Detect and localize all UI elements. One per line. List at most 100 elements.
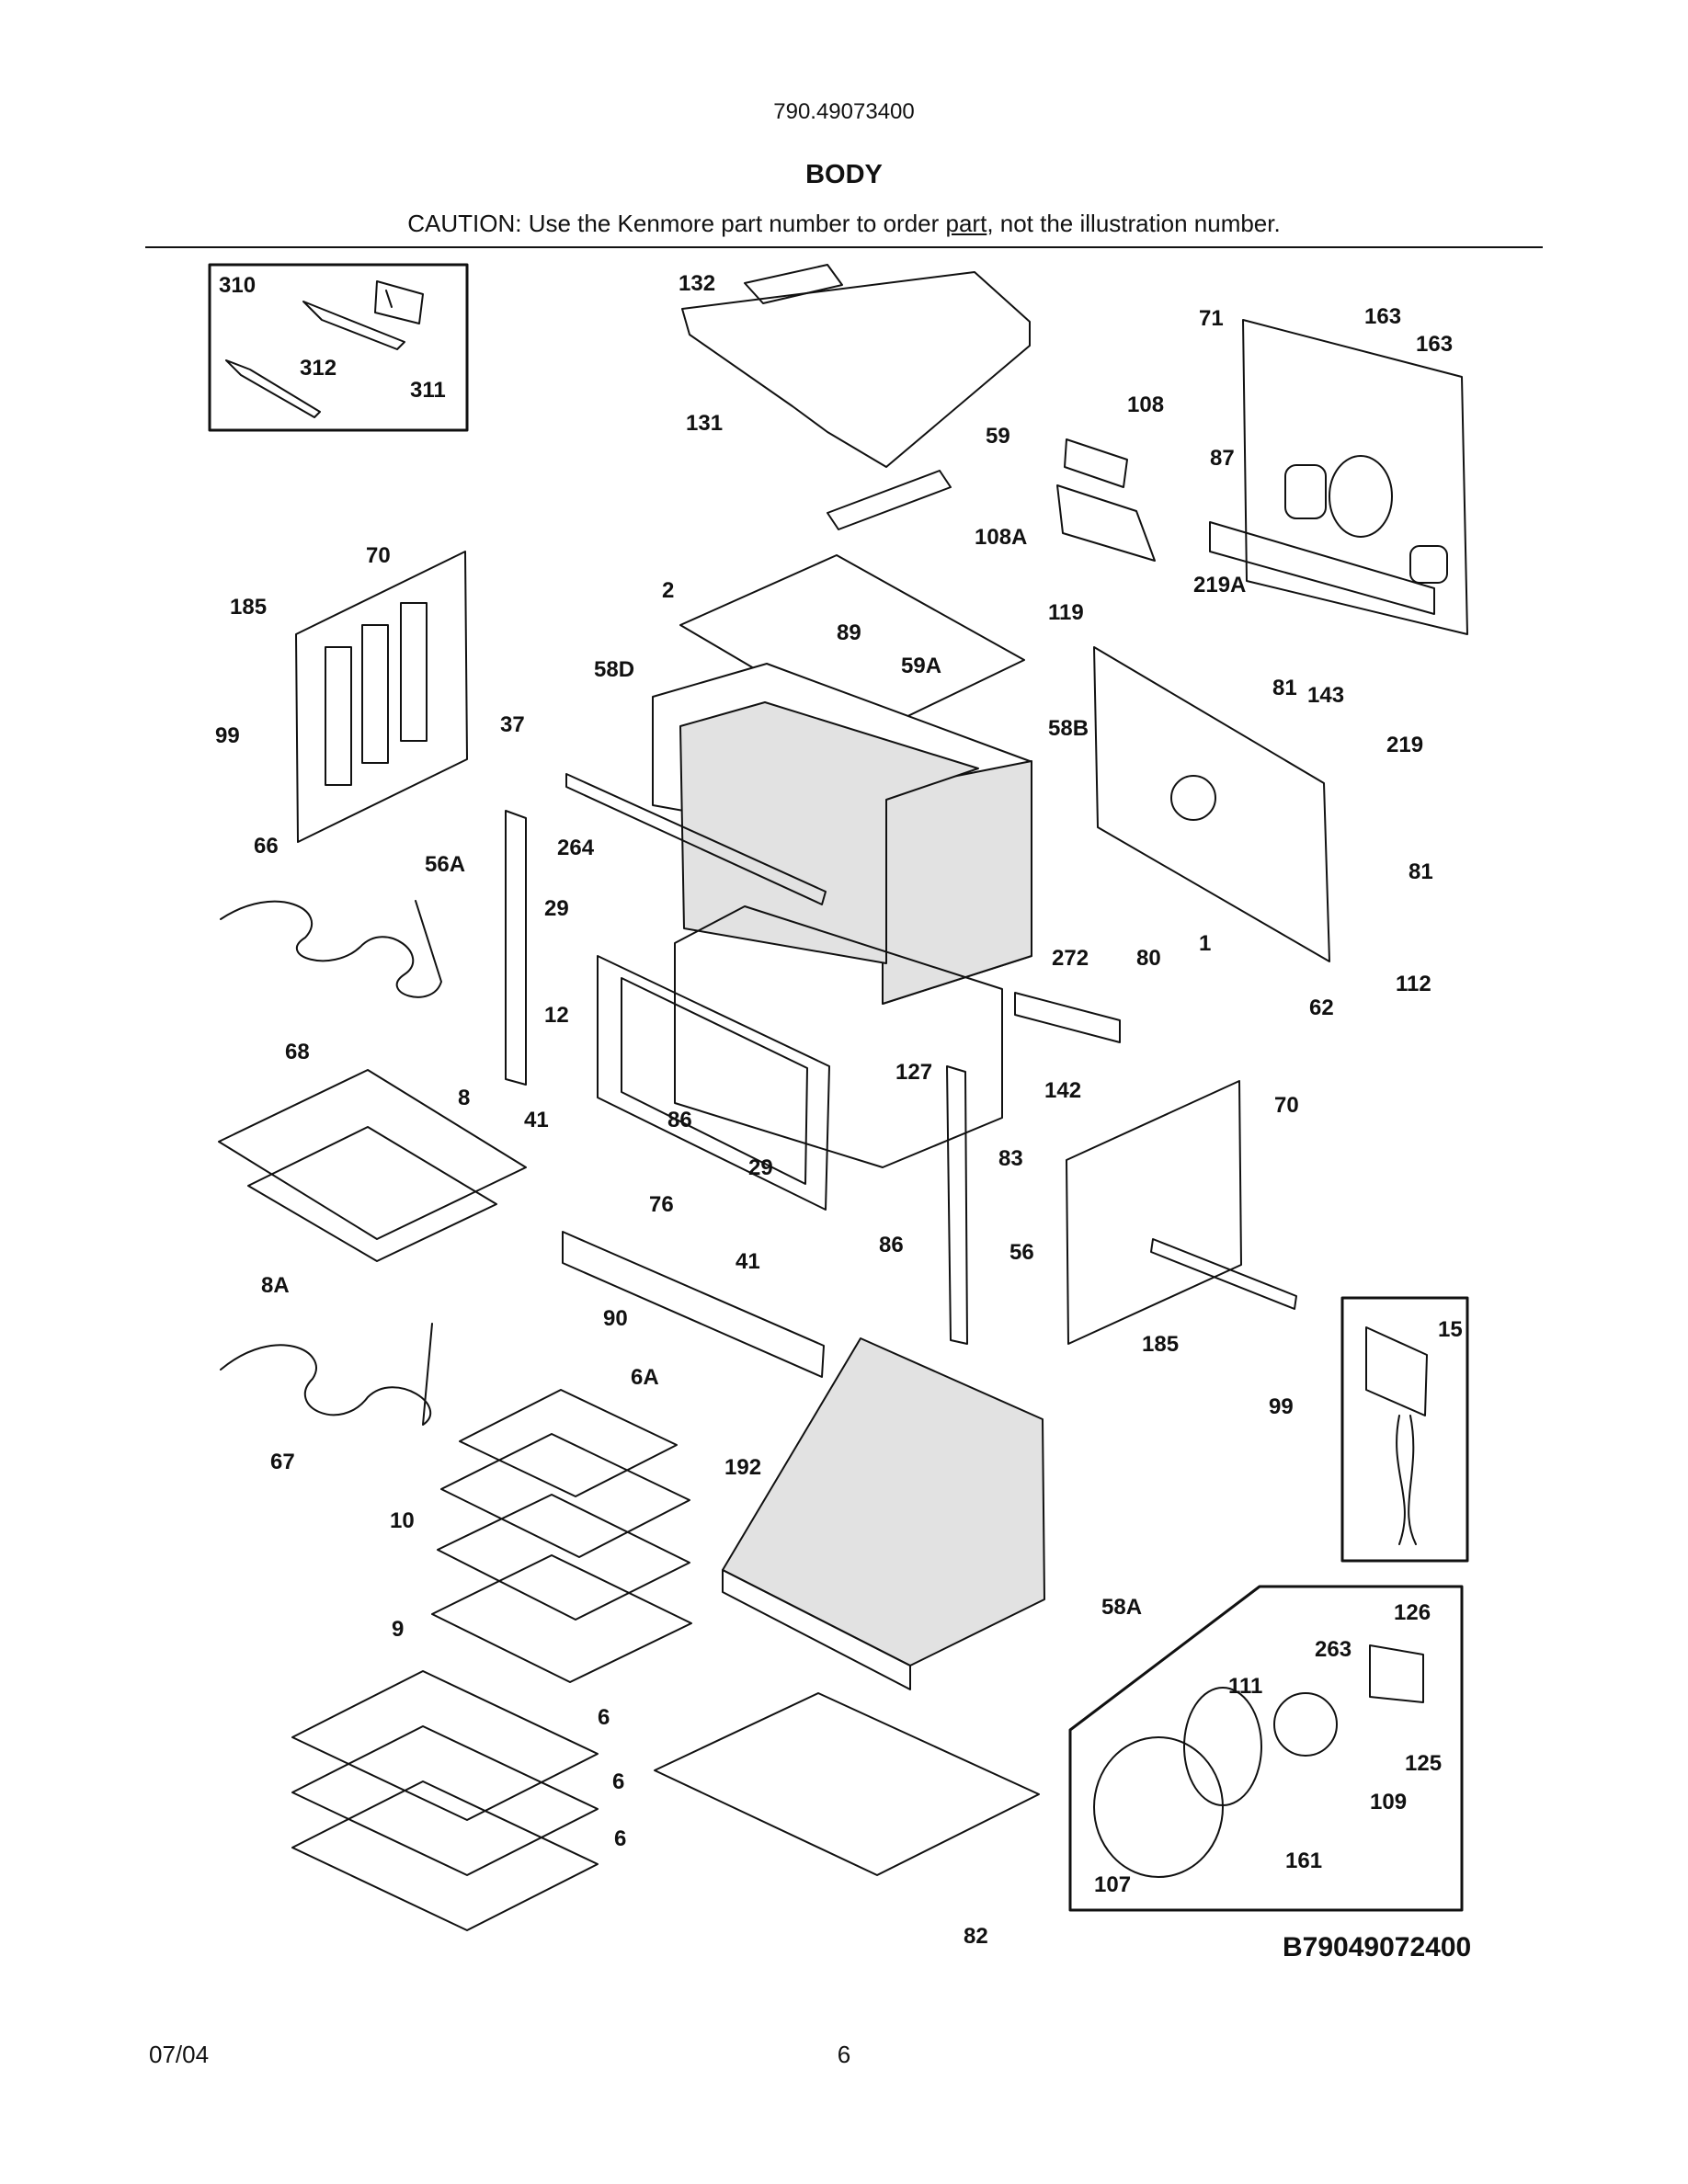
part-6-rack-middle — [291, 1725, 599, 1876]
panel-71-cutout-b — [1409, 545, 1448, 584]
callout-label: 6 — [612, 1769, 624, 1794]
callout-label: 163 — [1364, 304, 1401, 329]
callout-label: 86 — [879, 1233, 904, 1257]
part-56-rail — [946, 1065, 968, 1345]
footer-date: 07/04 — [149, 2041, 210, 2068]
callout-label: 70 — [1274, 1093, 1299, 1118]
back-panel-fan-hole — [1170, 775, 1216, 821]
callout-label: 9 — [392, 1617, 404, 1642]
inset-box-part-15 — [1340, 1296, 1469, 1563]
callout-label: 41 — [736, 1249, 760, 1274]
callout-label: 8A — [261, 1273, 290, 1298]
callout-label: 112 — [1396, 972, 1431, 996]
panel-70-slot-a — [325, 646, 352, 786]
callout-label: 185 — [1142, 1332, 1179, 1357]
part-142-bracket — [1014, 992, 1121, 1043]
part-161-ring-element — [1183, 1687, 1262, 1806]
door-frame-window — [621, 977, 808, 1185]
callout-label: 163 — [1416, 332, 1453, 357]
header-divider — [145, 246, 1543, 248]
part-312-bracket — [302, 301, 405, 350]
panel-70-slot-b — [361, 624, 389, 764]
callout-label: 310 — [219, 273, 256, 298]
callout-label: 143 — [1307, 683, 1344, 708]
part-131-top-cover — [681, 271, 1031, 468]
caution-text: CAUTION: Use the Kenmore part number to … — [407, 210, 946, 237]
part-71-rear-panel — [1242, 319, 1468, 635]
callout-labels: 310312311132131163163711085987108A701852… — [215, 271, 1463, 1949]
part-90-trim — [562, 1231, 825, 1378]
panel-71-cutout — [1284, 464, 1327, 519]
part-192-broil-pan-insert — [440, 1433, 690, 1558]
callout-label: 6 — [598, 1705, 610, 1730]
callout-label: 68 — [285, 1040, 310, 1064]
part-87-rail — [1209, 521, 1435, 615]
callout-label: 56A — [425, 852, 465, 877]
callout-label: 263 — [1315, 1637, 1352, 1662]
callout-label: 80 — [1136, 946, 1161, 971]
callout-label: 59A — [901, 654, 941, 678]
callout-label: 10 — [390, 1508, 415, 1533]
part-10-broil-grid — [437, 1494, 690, 1621]
callout-label: 67 — [270, 1450, 295, 1474]
callout-label: 185 — [230, 595, 267, 620]
callout-label: 2 — [662, 578, 674, 603]
callout-label: 6 — [614, 1826, 626, 1851]
part-82-bottom-tray — [654, 1692, 1040, 1876]
part-8-glass-shelf — [218, 1069, 527, 1240]
callout-label: 99 — [1269, 1394, 1294, 1419]
callout-label: 312 — [300, 356, 336, 381]
callout-label: 131 — [686, 411, 723, 436]
callout-label: 132 — [679, 271, 715, 296]
part-264-strip — [565, 773, 827, 905]
callout-label: 90 — [603, 1306, 628, 1331]
model-number: 790.49073400 — [773, 99, 915, 124]
part-8A-shelf-trim — [247, 1126, 497, 1262]
callout-label: 119 — [1048, 600, 1084, 625]
caution-note: CAUTION: Use the Kenmore part number to … — [0, 210, 1688, 238]
page-number: 6 — [837, 2041, 851, 2068]
callout-label: 15 — [1438, 1317, 1463, 1342]
part-312-rod — [225, 359, 321, 418]
part-6-rack-top — [291, 1670, 599, 1821]
part-59-duct — [827, 470, 952, 530]
callout-label: 58B — [1048, 716, 1089, 741]
callout-label: 81 — [1272, 676, 1297, 700]
callout-label: 76 — [649, 1192, 674, 1217]
part-67-bake-element — [220, 1323, 433, 1426]
part-70-side-panel-left — [295, 551, 468, 843]
callout-label: 142 — [1044, 1078, 1081, 1103]
part-108A-bracket — [1056, 484, 1156, 562]
callout-label: 58D — [594, 657, 634, 682]
callout-label: 107 — [1094, 1872, 1131, 1897]
callout-label: 41 — [524, 1108, 549, 1132]
callout-label: 58A — [1101, 1595, 1142, 1620]
part-70-side-panel-right — [1066, 1080, 1242, 1345]
drawing-number: B79049072400 — [1283, 1932, 1472, 1962]
callout-label: 272 — [1052, 946, 1089, 971]
wrapper-inner-face — [679, 701, 979, 964]
part-9-broil-pan — [431, 1554, 692, 1683]
callout-label: 311 — [410, 378, 446, 403]
part-58A-bottom-panel — [722, 1337, 1045, 1666]
inset-box-parts-310 — [208, 263, 469, 432]
part-76-door-frame — [597, 955, 830, 1211]
inset-box-convection-fan — [1068, 1585, 1464, 1912]
callout-label: 83 — [998, 1146, 1023, 1171]
callout-label: 70 — [366, 543, 391, 568]
callout-label: 192 — [724, 1455, 761, 1480]
part-109-fan-blade — [1273, 1692, 1338, 1757]
callout-label: 56 — [1009, 1240, 1034, 1265]
callout-label: 109 — [1370, 1790, 1407, 1814]
callout-label: 8 — [458, 1086, 470, 1110]
oven-liner — [674, 905, 1003, 1168]
section-title: BODY — [805, 160, 883, 189]
callout-label: 87 — [1210, 446, 1235, 471]
caution-part-link: part — [945, 210, 987, 237]
callout-label: 29 — [748, 1155, 773, 1180]
panel-70-slot-c — [400, 602, 428, 742]
part-58B-side — [882, 760, 1032, 1005]
callout-label: 71 — [1199, 306, 1224, 331]
part-15-leads — [1396, 1415, 1417, 1545]
